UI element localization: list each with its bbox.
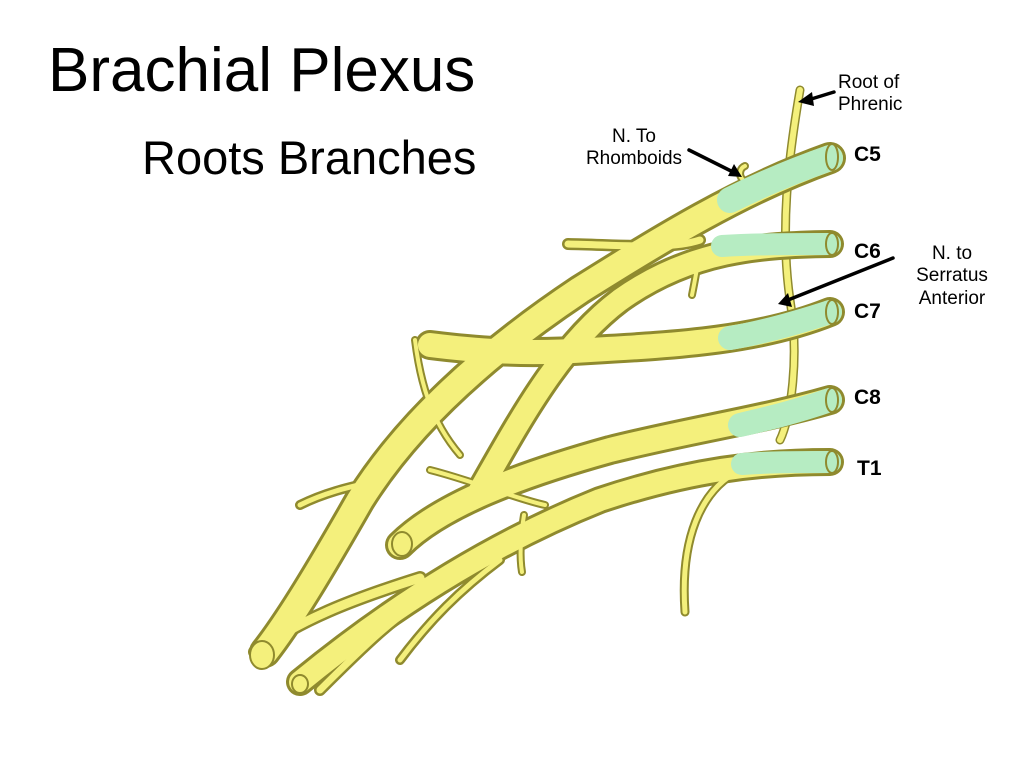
- root-segment-c8: [728, 388, 842, 437]
- label-n-to-serratus-anterior: N. to Serratus Anterior: [900, 243, 1004, 310]
- root-segment-c5: [717, 145, 843, 213]
- label-line: N. To: [611, 126, 656, 147]
- label-line: Serratus: [916, 265, 988, 287]
- label-n-to-rhomboids: N. To Rhomboids: [569, 126, 699, 171]
- root-segment-t1: [731, 451, 841, 475]
- root-segment-c6: [711, 233, 841, 257]
- root-ends: [825, 143, 839, 474]
- root-label-c8: C8: [854, 386, 881, 409]
- arrow-n-to-rhomboids: [687, 148, 735, 174]
- label-line: Phrenic: [838, 94, 903, 116]
- arrowheads: [728, 92, 814, 307]
- slide-title: Brachial Plexus: [48, 36, 476, 105]
- root-label-c5: C5: [854, 143, 881, 166]
- slide-subtitle: Roots Branches: [142, 131, 477, 184]
- label-line: N. to: [931, 243, 973, 264]
- root-label-c7: C7: [854, 300, 881, 323]
- distal-ends: [249, 531, 413, 694]
- label-line: Anterior: [918, 287, 986, 309]
- root-label-c6: C6: [854, 240, 881, 263]
- label-root-of-phrenic: Root of Phrenic: [838, 72, 902, 117]
- root-highlights: [711, 145, 843, 475]
- root-label-t1: T1: [857, 457, 882, 480]
- arrow-n-to-serratus: [786, 256, 895, 302]
- root-segment-c7: [718, 300, 842, 350]
- label-line: Root of: [838, 72, 900, 93]
- label-line: Rhomboids: [585, 148, 683, 170]
